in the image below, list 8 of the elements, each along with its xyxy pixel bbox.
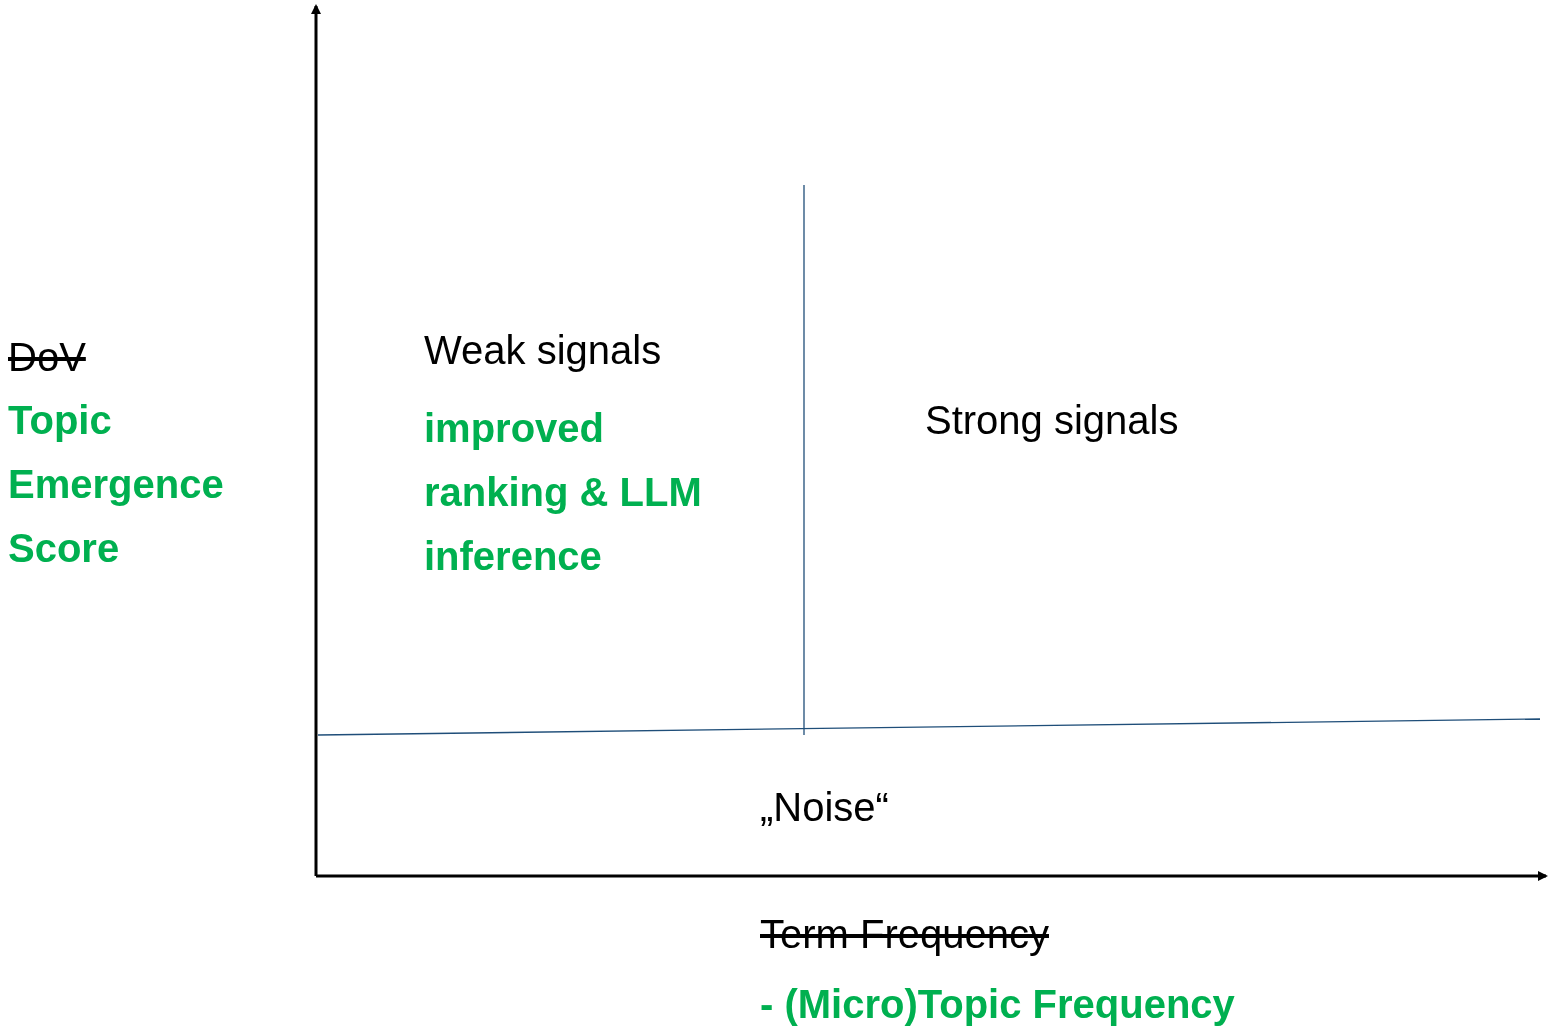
quadrant-note: improved ranking & LLM inference [424, 405, 703, 580]
quadrant-label: Strong signals [925, 397, 1179, 444]
axis-title: - (Micro)Topic Frequency [760, 981, 1235, 1028]
axis-title: Term Frequency [760, 911, 1049, 958]
axis-title: DoV [8, 334, 86, 381]
axis-title: Topic Emergence Score [8, 397, 225, 572]
quadrant-label: Weak signals [424, 327, 662, 374]
quadrant-label: „Noise“ [760, 784, 889, 831]
